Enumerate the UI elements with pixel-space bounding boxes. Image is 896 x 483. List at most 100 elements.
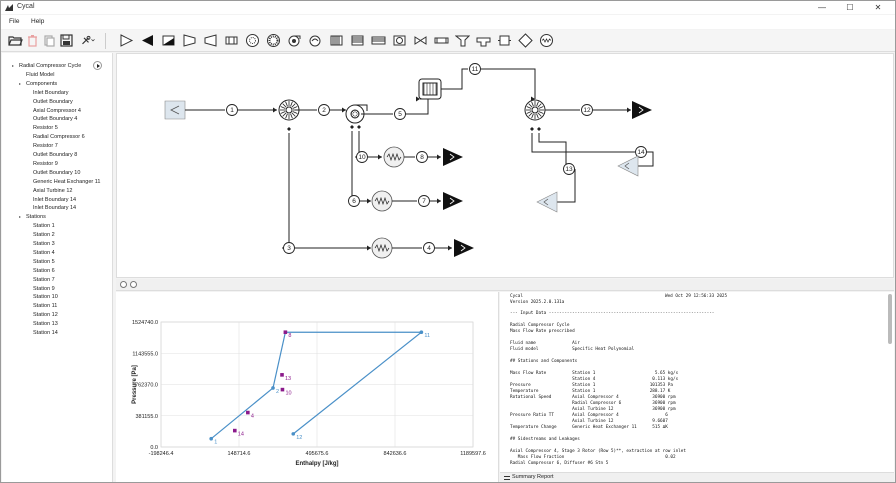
data-point[interactable] xyxy=(419,330,424,335)
save-icon[interactable] xyxy=(58,32,75,49)
menu-help[interactable]: Help xyxy=(31,18,45,25)
inlet-boundary[interactable] xyxy=(536,191,558,213)
tree-component-item[interactable]: Inlet Boundary xyxy=(33,89,69,96)
tree-root[interactable]: Radial Compressor Cycle xyxy=(19,63,82,69)
axial-compressor[interactable] xyxy=(278,99,300,121)
tree-component-item[interactable]: Resistor 7 xyxy=(33,143,58,150)
inlet-boundary-icon[interactable] xyxy=(118,32,135,49)
tree-component-item[interactable]: Axial Turbine 12 xyxy=(33,187,73,194)
nozzle-icon[interactable] xyxy=(181,32,198,49)
expand-arrow-icon[interactable]: ▸ xyxy=(19,214,22,220)
close-button[interactable]: ✕ xyxy=(874,3,882,12)
resistor[interactable] xyxy=(371,190,393,212)
data-point[interactable] xyxy=(246,410,250,415)
tree-station-item[interactable]: Station 9 xyxy=(33,285,55,292)
tree-fluid-model[interactable]: Fluid Model xyxy=(26,71,55,78)
splitter-icon[interactable] xyxy=(454,32,471,49)
stack-icon[interactable] xyxy=(370,32,387,49)
axial-turbine[interactable] xyxy=(524,99,546,121)
data-point[interactable] xyxy=(280,373,284,377)
data-point[interactable] xyxy=(291,432,296,436)
tree-components[interactable]: Components xyxy=(26,80,58,87)
tree-component-item[interactable]: Outlet Boundary 4 xyxy=(33,116,78,123)
delete-icon[interactable] xyxy=(24,32,41,49)
station-node[interactable]: 13 xyxy=(563,163,575,175)
tree-component-item[interactable]: Inlet Boundary 14 xyxy=(33,196,77,203)
run-icon[interactable] xyxy=(93,61,102,70)
pipe-icon[interactable] xyxy=(433,32,450,49)
station-node[interactable]: 3 xyxy=(283,242,295,254)
tree-station-item[interactable]: Station 7 xyxy=(33,276,55,283)
tree-station-item[interactable]: Station 14 xyxy=(33,330,58,336)
tree-station-item[interactable]: Station 12 xyxy=(33,312,58,319)
resistor[interactable] xyxy=(371,237,393,259)
station-node[interactable]: 6 xyxy=(348,195,360,207)
station-node[interactable]: 2 xyxy=(318,104,330,116)
bearing-icon[interactable] xyxy=(412,32,429,49)
minimize-button[interactable]: — xyxy=(818,3,826,12)
tree-component-item[interactable]: Radial Compressor 6 xyxy=(33,134,85,141)
tree-component-item[interactable]: Outlet Boundary xyxy=(33,98,73,105)
open-folder-icon[interactable] xyxy=(7,32,24,49)
expand-arrow-icon[interactable]: ▸ xyxy=(12,63,15,68)
tree-component-item[interactable]: Axial Compressor 4 xyxy=(33,107,81,114)
tree-component-item[interactable]: Inlet Boundary 14 xyxy=(33,205,77,212)
outlet-boundary[interactable] xyxy=(632,101,652,119)
outlet-boundary[interactable] xyxy=(443,148,463,166)
radial-compressor-icon[interactable] xyxy=(286,32,303,49)
resistor[interactable] xyxy=(383,146,405,168)
tree-station-item[interactable]: Station 11 xyxy=(33,303,58,310)
tree-component-item[interactable]: Outlet Boundary 8 xyxy=(33,152,78,158)
station-node[interactable]: 5 xyxy=(394,108,406,120)
tree-station-item[interactable]: Station 1 xyxy=(33,223,55,230)
diamond-icon[interactable] xyxy=(517,32,534,49)
axial-compressor-icon[interactable] xyxy=(265,32,282,49)
station-node[interactable]: 1 xyxy=(226,104,238,116)
valve-icon[interactable] xyxy=(391,32,408,49)
data-point[interactable] xyxy=(280,387,285,392)
tree-station-item[interactable]: Station 3 xyxy=(33,241,55,247)
tree-component-item[interactable]: Outlet Boundary 10 xyxy=(33,169,81,176)
menu-file[interactable]: File xyxy=(9,18,20,25)
mixer-icon[interactable] xyxy=(475,32,492,49)
diffuser-icon[interactable] xyxy=(202,32,219,49)
data-point[interactable] xyxy=(232,428,237,433)
station-node[interactable]: 7 xyxy=(418,195,430,207)
station-node[interactable]: 4 xyxy=(423,242,435,254)
station-node[interactable]: 12 xyxy=(581,104,593,116)
heat-exchanger[interactable] xyxy=(418,78,442,100)
tree-station-item[interactable]: Station 5 xyxy=(33,258,55,265)
heat-exchanger-icon[interactable] xyxy=(328,32,345,49)
junction-icon[interactable] xyxy=(496,32,513,49)
tab-summary-report[interactable]: Summary Report xyxy=(512,474,554,480)
report-scrollbar[interactable] xyxy=(888,294,892,344)
cooler-icon[interactable] xyxy=(349,32,366,49)
maximize-button[interactable]: ☐ xyxy=(846,3,854,12)
centrifugal-pump-icon[interactable] xyxy=(307,32,324,49)
tree-station-item[interactable]: Station 10 xyxy=(33,294,58,301)
data-point[interactable] xyxy=(209,436,213,441)
duct-icon[interactable] xyxy=(223,32,240,49)
zoom-icon[interactable] xyxy=(120,281,127,288)
resistor-icon[interactable] xyxy=(538,32,555,49)
outlet-boundary-icon[interactable] xyxy=(139,32,156,49)
expand-arrow-icon[interactable]: ▸ xyxy=(19,80,22,86)
station-node[interactable]: 8 xyxy=(416,151,428,163)
copy-icon[interactable] xyxy=(41,32,58,49)
tools-icon[interactable] xyxy=(77,32,99,49)
fan-icon[interactable] xyxy=(244,32,261,49)
ramp-icon[interactable] xyxy=(160,32,177,49)
inlet-boundary[interactable] xyxy=(617,155,639,177)
outlet-boundary[interactable] xyxy=(443,192,463,210)
inlet-boundary[interactable] xyxy=(164,100,186,120)
tree-component-item[interactable]: Resistor 5 xyxy=(33,125,58,132)
tree-component-item[interactable]: Resistor 9 xyxy=(33,160,58,167)
station-node[interactable]: 11 xyxy=(469,63,481,75)
tree-station-item[interactable]: Station 4 xyxy=(33,249,55,256)
tree-station-item[interactable]: Station 2 xyxy=(33,232,55,239)
station-node[interactable]: 10 xyxy=(356,151,368,163)
outlet-boundary[interactable] xyxy=(454,239,474,257)
tree-station-item[interactable]: Station 6 xyxy=(33,267,55,274)
